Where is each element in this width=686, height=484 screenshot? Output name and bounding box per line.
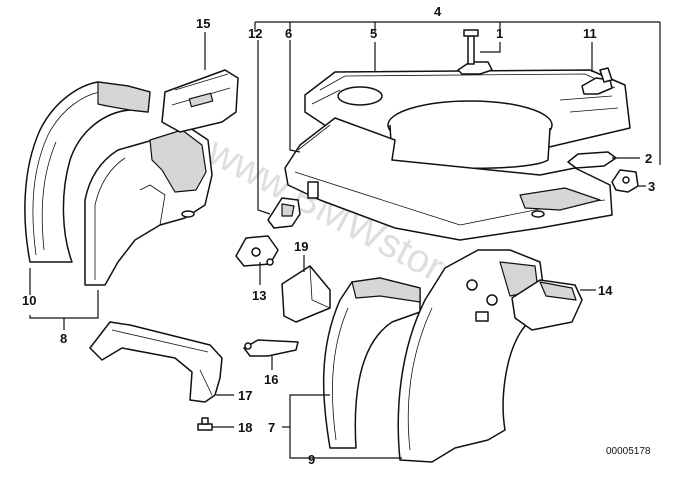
part-12-bracket bbox=[267, 197, 301, 229]
part-5-rear-floor bbox=[304, 69, 631, 170]
part-19-cover bbox=[281, 265, 331, 323]
callout-3: 3 bbox=[648, 179, 655, 194]
part-11-bracket bbox=[581, 67, 613, 95]
callout-18: 18 bbox=[238, 420, 252, 435]
drawing-code: 00005178 bbox=[606, 446, 651, 457]
callout-7: 7 bbox=[268, 420, 275, 435]
part-inner-wheel-arch-right bbox=[397, 249, 546, 463]
part-outer-wheel-arch-left bbox=[24, 81, 151, 263]
callout-2: 2 bbox=[645, 151, 652, 166]
callout-10: 10 bbox=[22, 293, 36, 308]
callout-labels: 4 12 6 5 1 11 15 2 3 14 10 8 19 13 16 17… bbox=[22, 4, 655, 467]
leader-lines bbox=[29, 21, 661, 459]
callout-14: 14 bbox=[598, 283, 613, 298]
callout-9: 9 bbox=[308, 452, 315, 467]
callout-11: 11 bbox=[583, 26, 597, 41]
callout-17: 17 bbox=[238, 388, 252, 403]
part-13-bracket bbox=[235, 235, 279, 267]
part-17-support bbox=[89, 321, 223, 403]
part-outer-wheel-arch-right bbox=[322, 277, 421, 449]
callout-8: 8 bbox=[60, 331, 67, 346]
part-3-bracket bbox=[611, 169, 639, 193]
part-2-plate bbox=[567, 151, 617, 169]
callout-6: 6 bbox=[285, 26, 292, 41]
callout-19: 19 bbox=[294, 239, 308, 254]
part-16-bracket bbox=[243, 339, 299, 357]
callout-13: 13 bbox=[252, 288, 266, 303]
callout-4: 4 bbox=[434, 4, 442, 19]
part-14-bracket bbox=[511, 279, 583, 331]
callout-15: 15 bbox=[196, 16, 210, 31]
part-6-crossmember bbox=[284, 117, 613, 241]
callout-5: 5 bbox=[370, 26, 377, 41]
callout-16: 16 bbox=[264, 372, 278, 387]
callout-12: 12 bbox=[248, 26, 262, 41]
callout-1: 1 bbox=[496, 26, 503, 41]
part-1-stud bbox=[457, 29, 493, 75]
part-18-bolt bbox=[197, 417, 213, 431]
part-15-bracket bbox=[161, 69, 239, 133]
part-inner-wheel-arch-left bbox=[84, 127, 213, 286]
